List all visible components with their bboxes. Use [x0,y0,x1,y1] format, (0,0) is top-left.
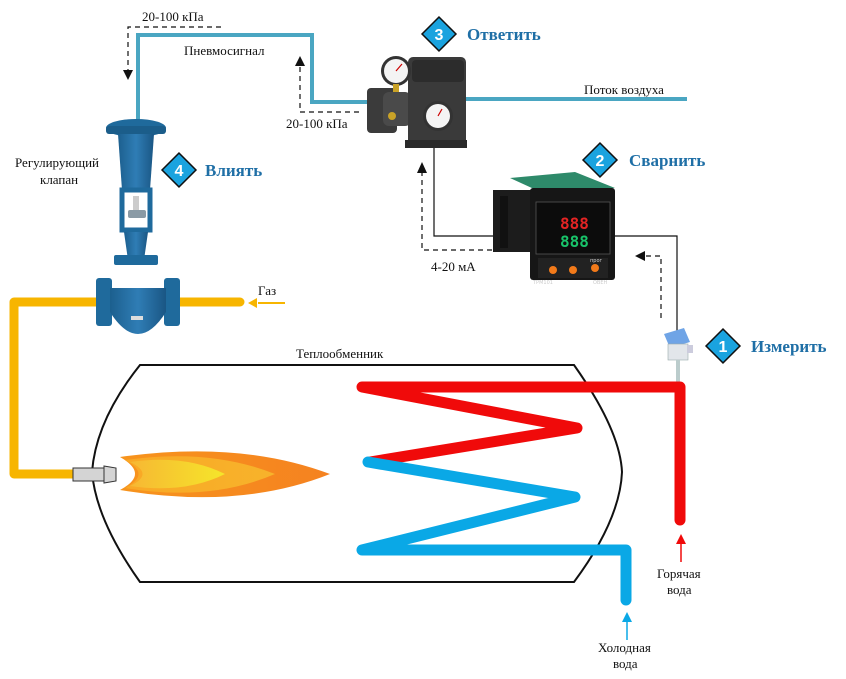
svg-text:4: 4 [175,163,184,180]
step-3-label: Ответить [467,25,541,44]
arrow-down-icon [123,70,133,80]
hot-water-label-line1: Горячая [657,566,701,581]
pressure-gauge-icon [423,101,453,131]
controller-model: ТРМ101 [532,280,553,286]
sensor-signal-arrow [645,255,662,318]
heat-exchanger-tank [90,364,624,583]
current-signal-label: 4-20 мА [431,259,476,274]
pressure-label-top: 20-100 кПа [142,9,204,24]
burner-nozzle [72,465,117,484]
arrow-up-icon [417,162,427,173]
svg-text:3: 3 [435,27,444,44]
control-valve[interactable] [96,119,180,334]
pressure-label-side: 20-100 кПа [286,116,348,131]
air-flow-label: Поток воздуха [584,82,664,97]
step-3-badge: 3 [420,15,458,53]
sensor-signal-line [615,235,678,333]
controller-key-prog-label: прог [590,258,603,264]
arrow-up-icon [622,612,632,622]
svg-text:2: 2 [596,153,605,170]
current-signal-arrow [421,173,492,251]
pressure-gauge-icon [381,56,411,92]
step-1-label: Измерить [751,337,827,356]
gas-label: Газ [258,283,276,298]
cold-water-label-line1: Холодная [598,640,651,655]
controller-output-line [433,148,500,237]
hot-water-label-line2: вода [667,582,692,597]
arrow-up-icon [676,534,686,544]
temperature-controller[interactable]: 888 888 прог ТРМ101 ОВЕН [493,172,615,286]
controller-key-prog[interactable] [591,264,599,272]
hot-water-coil [356,381,686,526]
pneumo-signal-label: Пневмосигнал [184,43,265,58]
svg-text:1: 1 [719,339,728,356]
controller-brand: ОВЕН [593,280,608,286]
step-4-badge: 4 [160,151,198,189]
positioner[interactable] [367,56,467,148]
temperature-sensor[interactable] [664,328,693,382]
cold-water-label-line2: вода [613,656,638,671]
arrow-left-icon [248,298,257,308]
display-top: 888 [560,214,589,233]
controller-key-down[interactable] [569,266,577,274]
cold-water-coil [356,456,632,606]
control-valve-label-line1: Регулирующий [15,155,99,170]
step-1-badge: 1 [704,327,742,365]
arrow-left-icon [635,251,645,261]
control-valve-label-line2: клапан [40,172,78,187]
step-2-label: Сварнить [629,151,705,170]
display-bottom: 888 [560,232,589,251]
step-2-badge: 2 [581,141,619,179]
arrow-up-icon [295,56,305,66]
heat-exchanger-label: Теплообменник [296,346,384,361]
pressure-arrow-side [299,67,359,113]
step-4-label: Влиять [205,161,262,180]
pressure-arrow-top [127,26,221,72]
pneumatic-signal-line [136,33,370,128]
controller-key-up[interactable] [549,266,557,274]
flame-icon [120,451,330,498]
